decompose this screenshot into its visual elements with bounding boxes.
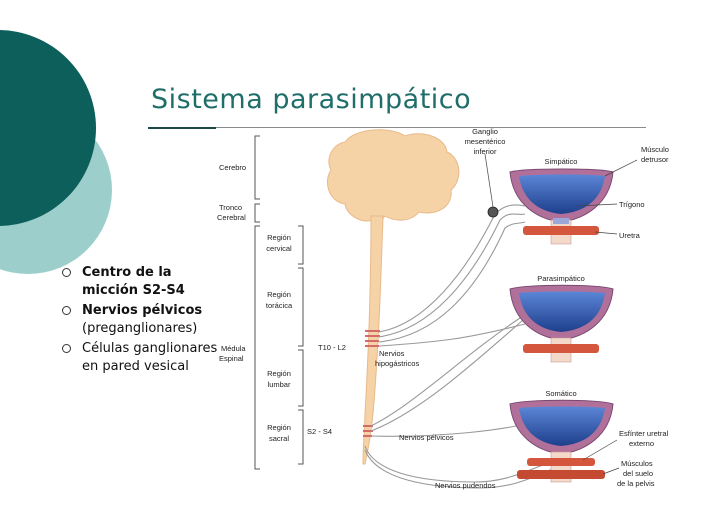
region-brackets (298, 225, 304, 465)
title-rule (216, 127, 646, 128)
label-cerebro: Cerebro (219, 163, 246, 172)
cns-brackets (254, 135, 260, 470)
label-region: Región (267, 233, 291, 242)
inferior-mesenteric-ganglion (487, 206, 499, 218)
label-somatico: Somático (545, 389, 576, 398)
bullet-marker (62, 306, 71, 315)
label-inferior: inferior (474, 147, 497, 156)
dark-teal-circle (0, 30, 96, 226)
pelvic-nerve (370, 319, 524, 432)
title-rule-accent (148, 127, 216, 129)
bullet-item: Células ganglionares en pared vesical (62, 340, 222, 376)
slide-title: Sistema parasimpático (151, 84, 472, 115)
label-de-la-pelvis: de la pelvis (617, 479, 655, 488)
label-cerebral: Cerebral (217, 213, 246, 222)
label-t10-l2: T10 - L2 (318, 343, 346, 352)
label-uretra: Uretra (619, 231, 641, 240)
bullet-list: Centro de la micción S2-S4 Nervios pélvi… (62, 264, 222, 378)
pelvic-nerve (370, 315, 524, 427)
label-nervios: Nervios (379, 349, 405, 358)
label-tronco: Tronco (219, 203, 242, 212)
bullet-bold-text: Nervios pélvicos (82, 303, 203, 318)
bullet-marker (62, 344, 71, 353)
bullet-bold-text: Centro de la micción S2-S4 (82, 265, 185, 298)
label-del-suelo: del suelo (623, 469, 653, 478)
bladder-parasympathetic (509, 284, 614, 363)
bullet-marker (62, 268, 71, 277)
label-sacral: sacral (269, 434, 289, 443)
label-musculo: Músculo (641, 145, 669, 154)
hypogastric-nerve (378, 204, 526, 333)
label-hipogastricos: hipogástricos (375, 359, 419, 368)
sympathetic-fiber (378, 323, 526, 347)
bullet-text: (preganglionares) (82, 321, 198, 336)
pudendal-nerve (364, 445, 566, 483)
label-trigono: Trígono (619, 200, 645, 209)
bullet-item: Centro de la micción S2-S4 (62, 264, 222, 300)
label-ganglio: Ganglio (472, 127, 498, 136)
bladder-somatic (509, 399, 614, 483)
label-esfinter: Esfínter uretral (619, 429, 669, 438)
segment-markers-t10-l2 (365, 330, 380, 347)
label-detrusor: detrusor (641, 155, 669, 164)
label-medula: Médula (221, 344, 246, 353)
label-espinal: Espinal (219, 354, 244, 363)
label-parasimpatico: Parasimpático (537, 274, 585, 283)
bullet-text: Células ganglionares en pared vesical (82, 341, 218, 374)
label-nervios-pudendos: Nervios pudendos (435, 481, 496, 490)
label-nervios-pelvicos: Nervios pélvicos (399, 433, 454, 442)
hypogastric-nerve (378, 221, 526, 343)
label-simpatico: Simpático (545, 157, 578, 166)
label-lumbar: lumbar (268, 380, 291, 389)
bladder-sympathetic (509, 168, 614, 245)
label-mesenterico: mesentérico (465, 137, 506, 146)
ganglion-pointer (484, 153, 494, 208)
label-externo: externo (629, 439, 654, 448)
label-region: Región (267, 423, 291, 432)
label-region: Región (267, 290, 291, 299)
innervation-diagram: Cerebro Tronco Cerebral Médula Espinal R… (217, 127, 669, 490)
decorative-circles (0, 30, 112, 274)
hypogastric-nerve (378, 213, 526, 338)
label-musculos: Músculos (621, 459, 653, 468)
label-cervical: cervical (266, 244, 292, 253)
anatomy-pointers (576, 159, 638, 475)
bullet-item: Nervios pélvicos (preganglionares) (62, 302, 222, 338)
label-toracica: torácica (266, 301, 293, 310)
label-s2-s4: S2 - S4 (307, 427, 332, 436)
label-region: Región (267, 369, 291, 378)
brain-shape (327, 129, 460, 223)
